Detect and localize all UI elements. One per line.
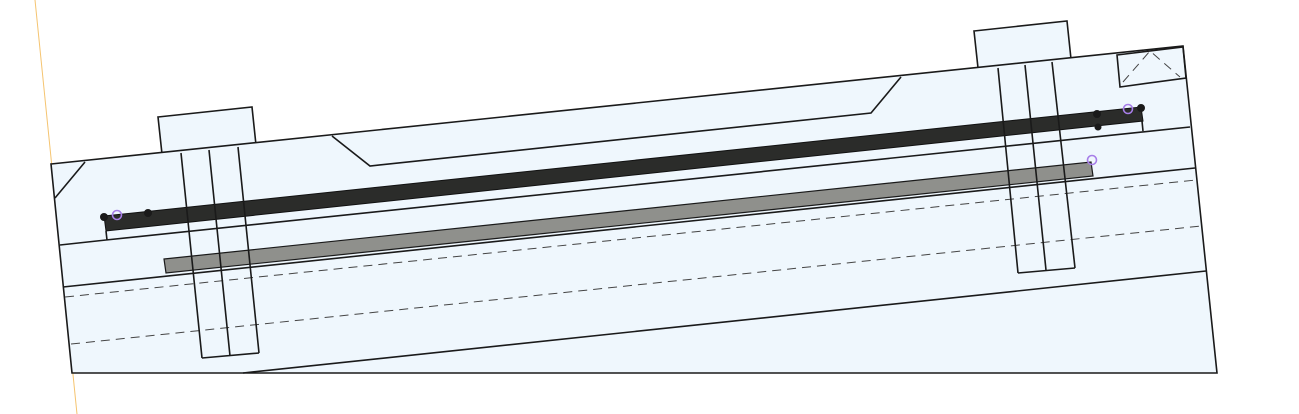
handle[interactable] xyxy=(111,209,123,221)
top-pocket[interactable] xyxy=(331,76,902,167)
edge-line xyxy=(105,126,1191,241)
chamfer-edge xyxy=(54,161,86,199)
handle[interactable] xyxy=(1122,103,1134,115)
step-line xyxy=(105,230,108,241)
control-point[interactable] xyxy=(1093,110,1101,118)
control-point[interactable] xyxy=(100,213,108,221)
corner-box[interactable] xyxy=(1116,46,1187,88)
step-line xyxy=(1141,120,1144,132)
control-point[interactable] xyxy=(1094,123,1102,131)
left-bolt[interactable] xyxy=(180,146,260,359)
bar[interactable] xyxy=(163,161,1094,274)
edge-line xyxy=(242,270,1207,374)
control-point[interactable] xyxy=(1137,104,1145,112)
edge-line xyxy=(59,239,107,246)
handle[interactable] xyxy=(1086,154,1098,166)
hidden-line xyxy=(64,179,1197,298)
control-point[interactable] xyxy=(144,209,152,217)
rod[interactable] xyxy=(103,106,1144,232)
hidden-line xyxy=(1122,50,1181,83)
right-bolt[interactable] xyxy=(997,61,1076,274)
hidden-line xyxy=(70,225,1202,345)
edge-line xyxy=(62,167,1196,288)
